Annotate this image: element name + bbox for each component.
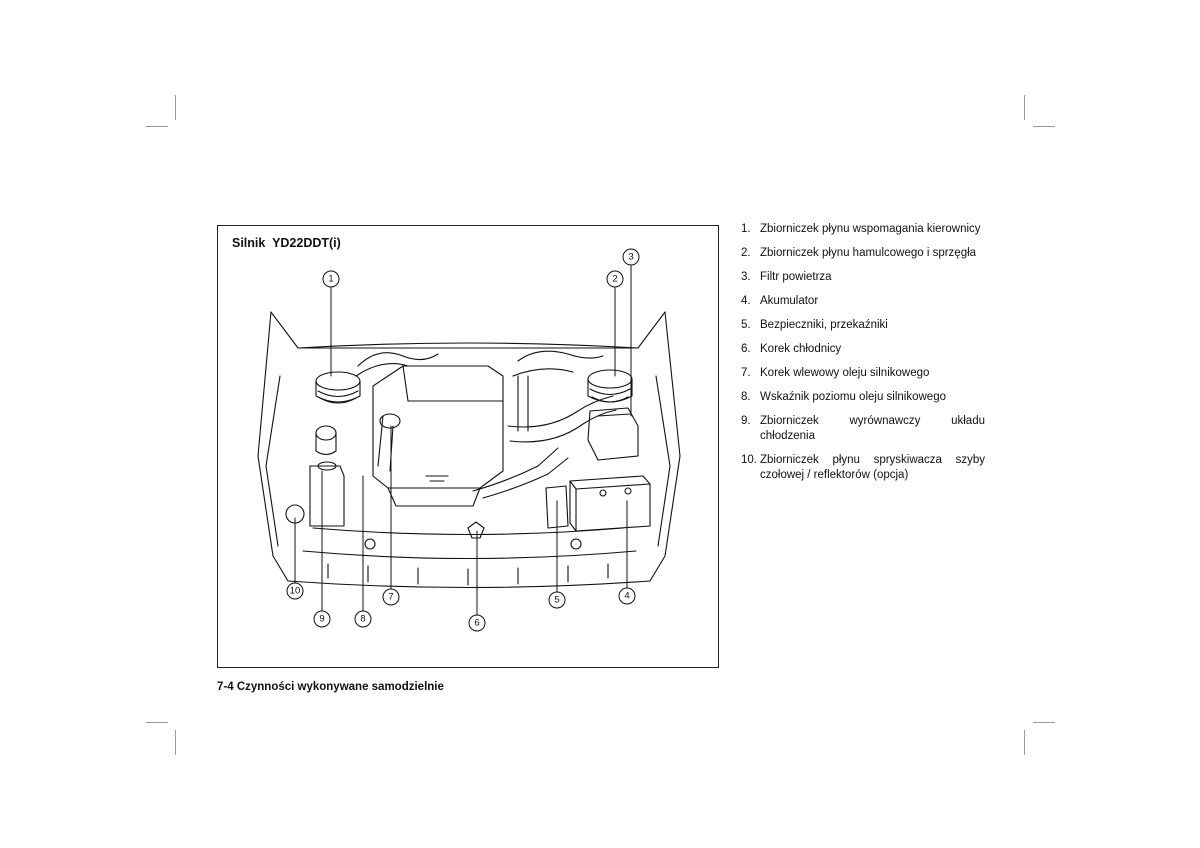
legend-text: Zbiorniczek płynu hamulcowego i sprzęgła: [760, 247, 977, 259]
legend-text: Zbiorniczek wyrównawczy układu chłodzeni…: [760, 415, 985, 442]
callout-label: 7: [388, 592, 393, 603]
crop-mark: [1033, 126, 1055, 127]
callout-label: 9: [319, 614, 324, 625]
legend-text: Akumulator: [760, 295, 819, 307]
legend-item: 7. Korek wlewowy oleju silnikowego: [741, 366, 985, 381]
legend-text: Zbiorniczek płynu wspomagania kierownicy: [760, 223, 981, 235]
crop-mark: [1024, 730, 1025, 755]
callout-circle: [354, 610, 372, 628]
callout-label: 3: [628, 252, 633, 263]
legend-item: 10.Zbiorniczek płynu spryskiwacza szyby …: [741, 453, 985, 483]
legend-number: 7.: [741, 367, 751, 379]
callout-circle: [606, 270, 624, 288]
legend-item: 9. Zbiorniczek wyrównawczy układu chłodze…: [741, 414, 985, 444]
callout-label: 6: [474, 618, 479, 629]
crop-mark: [175, 95, 176, 120]
legend-number: 5.: [741, 319, 751, 331]
figure-title: Silnik YD22DDT(i): [232, 236, 341, 250]
callout-label: 1: [328, 274, 333, 285]
legend-item: 5. Bezpieczniki, przekaźniki: [741, 318, 985, 333]
legend-item: 2. Zbiorniczek płynu hamulcowego i sprzęg…: [741, 246, 985, 261]
crop-mark: [146, 722, 168, 723]
legend-item: 1. Zbiorniczek płynu wspomagania kierowni…: [741, 222, 985, 237]
legend-item: 6. Korek chłodnicy: [741, 342, 985, 357]
engine-diagram: 1 2 3 4 5 6 7 8 9 10: [257, 248, 681, 632]
callout-circle: [322, 270, 340, 288]
legend-number: 9.: [741, 415, 751, 427]
component-legend: 1. Zbiorniczek płynu wspomagania kierowni…: [741, 222, 985, 492]
legend-number: 10.: [741, 454, 757, 466]
crop-mark: [1033, 722, 1055, 723]
engine-figure: 1 2 3 4 5 6 7 8 9 10 Silnik YD22DDT(i): [217, 225, 719, 668]
legend-text: Korek wlewowy oleju silnikowego: [760, 367, 930, 379]
crop-mark: [175, 730, 176, 755]
legend-number: 1.: [741, 223, 751, 235]
callout-circle: [313, 610, 331, 628]
legend-number: 3.: [741, 271, 751, 283]
crop-mark: [1024, 95, 1025, 120]
legend-number: 4.: [741, 295, 751, 307]
callout-label: 8: [360, 614, 365, 625]
legend-number: 2.: [741, 247, 751, 259]
crop-mark: [146, 126, 168, 127]
legend-item: 4. Akumulator: [741, 294, 985, 309]
callout-label: 4: [624, 591, 629, 602]
legend-text: Filtr powietrza: [760, 271, 832, 283]
callout-circle: [548, 591, 566, 609]
legend-text: Bezpieczniki, przekaźniki: [760, 319, 888, 331]
legend-text: Zbiorniczek płynu spryskiwacza szyby czo…: [760, 454, 985, 481]
legend-number: 6.: [741, 343, 751, 355]
page-footer: 7-4 Czynności wykonywane samodzielnie: [217, 681, 444, 693]
callout-label: 10: [290, 586, 301, 597]
callout-circle: [286, 582, 304, 600]
legend-text: Korek chłodnicy: [760, 343, 842, 355]
legend-number: 8.: [741, 391, 751, 403]
callout-label: 2: [612, 274, 617, 285]
callout-circle: [468, 614, 486, 632]
legend-text: Wskaźnik poziomu oleju silnikowego: [760, 391, 946, 403]
callout-circle: [618, 587, 636, 605]
callout-circle: [622, 248, 640, 266]
callout-circle: [382, 588, 400, 606]
legend-item: 8. Wskaźnik poziomu oleju silnikowego: [741, 390, 985, 405]
callout-label: 5: [554, 595, 559, 606]
legend-item: 3. Filtr powietrza: [741, 270, 985, 285]
